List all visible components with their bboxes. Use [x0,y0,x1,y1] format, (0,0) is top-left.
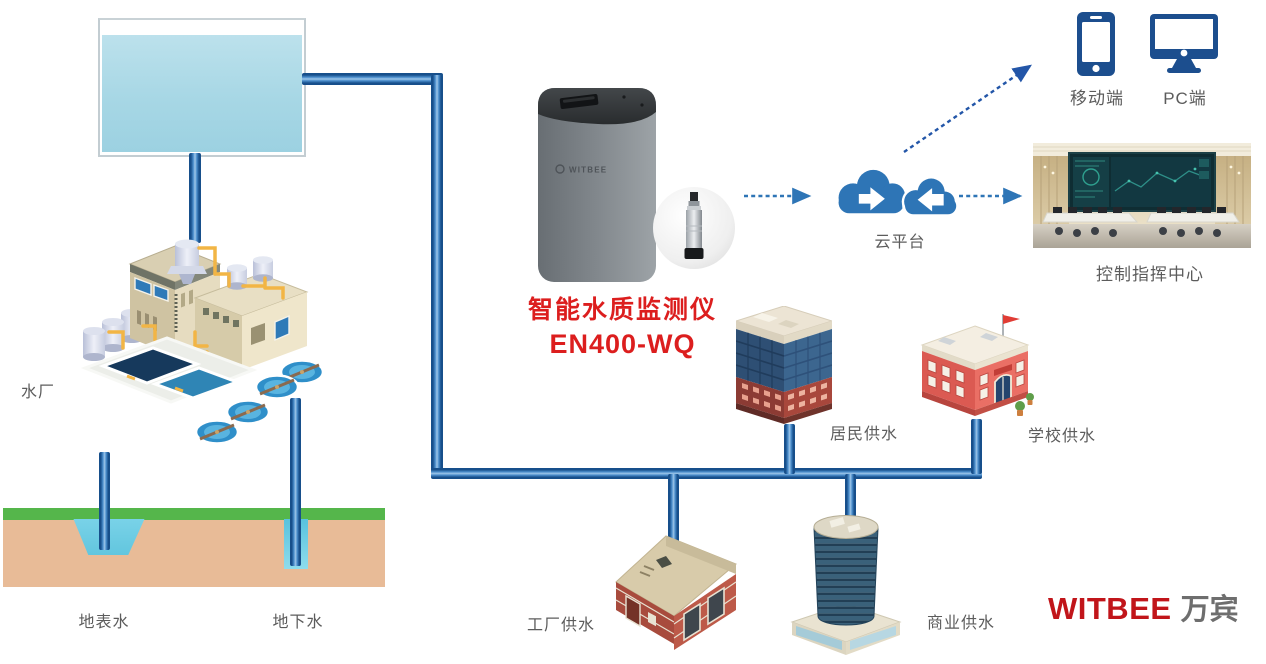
pipe-to-residential [784,424,795,474]
label-pc-client: PC端 [1163,89,1207,108]
plant-roof-silo [167,239,207,284]
brand-logo: WITBEE 万宾 [1048,586,1239,628]
label-surface-water: 地表水 [78,614,130,631]
label-command-center: 控制指挥中心 [1096,265,1204,284]
ground-cross-section [3,508,385,587]
water-tank [98,18,306,157]
bushes [1015,393,1034,416]
command-center-photo [1033,143,1251,248]
soil-layer [3,520,385,587]
plant-pools [80,336,258,404]
arrow-cloud-to-center [959,187,1023,205]
brand-logo-cn: 万宾 [1180,594,1239,626]
label-commercial-supply: 商业供水 [926,615,995,632]
factory-door [707,586,725,626]
label-ground-water: 地下水 [272,614,324,631]
label-mobile-client: 移动端 [1070,89,1124,108]
pipe-to-commercial [845,474,856,522]
upload-arrow [858,187,885,211]
label-school-supply: 学校供水 [1027,428,1096,445]
school-building [920,314,1034,416]
desk-rows [1042,207,1240,237]
residential-building [736,306,832,424]
cloud-sync-icon [838,169,959,218]
device-model: EN400-WQ [549,329,696,359]
pipe-tank-to-plant [189,153,201,243]
label-residential-supply: 居民供水 [829,426,898,443]
arrow-cloud-to-clients [903,64,1032,153]
flag [1003,315,1020,324]
water-plant-illustration [80,239,325,445]
label-plant: 水厂 [20,384,55,401]
label-factory-supply: 工厂供水 [526,617,595,634]
pipe-plant-to-groundwater [290,398,301,566]
commercial-tower [790,515,902,655]
school-windows [927,359,1025,401]
pipe-distribution-main [431,468,982,479]
pipe-to-school [971,419,982,474]
pipe-plant-to-surface-water [99,452,110,550]
device-caption: 智能水质监测仪 EN400-WQ [505,290,740,360]
water-quality-probe-icon [653,187,735,269]
device-brand-text: WITBEE [569,166,607,175]
factory-door [683,602,701,642]
download-arrow [917,188,944,212]
pipe-to-factory [668,474,679,549]
smartphone-icon [1077,12,1115,76]
factory-building [615,535,737,650]
brand-logo-en: WITBEE [1048,591,1172,626]
pipe-main-vertical [431,75,443,477]
pipe-tank-to-main [302,73,443,85]
monitoring-device: WITBEE [538,88,656,282]
tank-water [102,35,302,152]
school-sign [994,364,1012,376]
label-cloud-platform: 云平台 [874,234,926,251]
grass-layer [3,508,385,520]
device-top-face [538,88,656,125]
plant-clarifiers [194,359,325,445]
device-top-slot [559,93,599,110]
arrow-device-to-cloud [744,187,812,205]
rooftop-units [829,517,861,533]
desktop-monitor-icon [1150,14,1218,73]
device-title: 智能水质监测仪 [527,296,717,324]
device-brand-logo: WITBEE [555,164,607,175]
